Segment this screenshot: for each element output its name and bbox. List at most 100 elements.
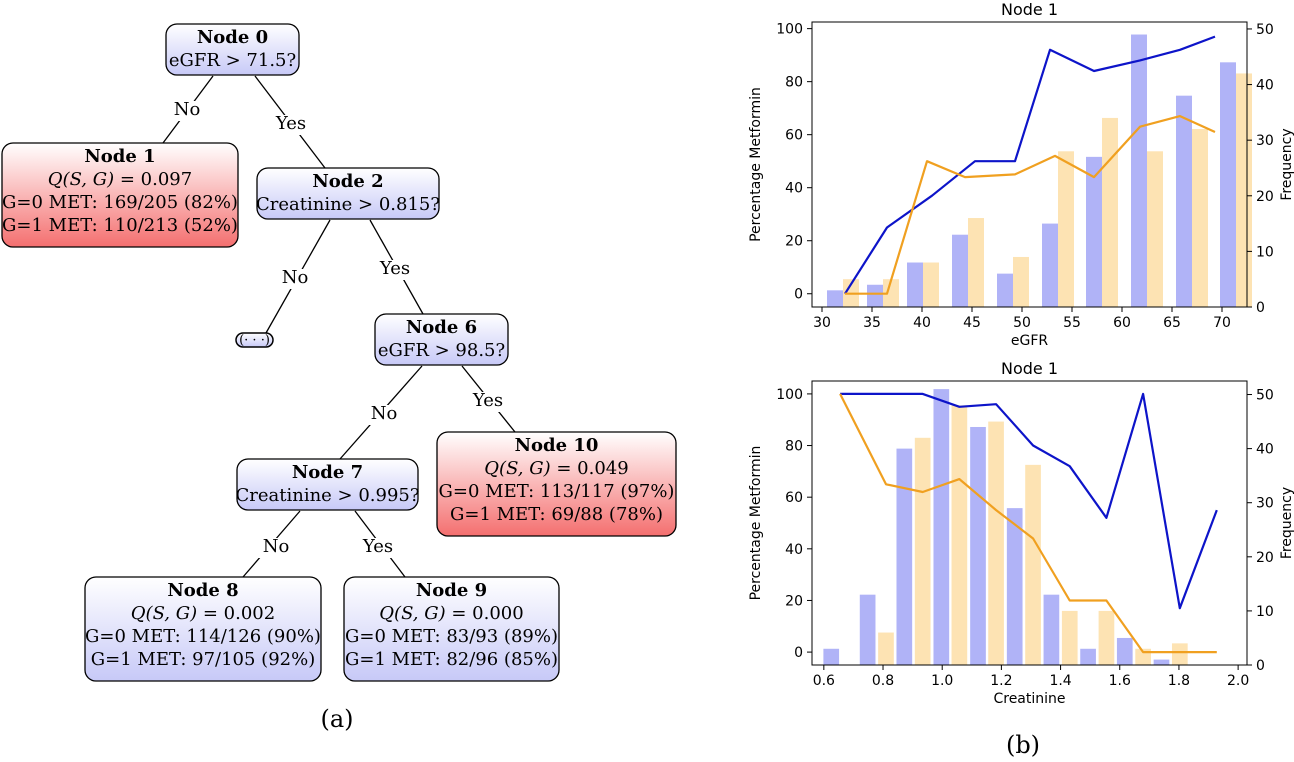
x-axis-label: Creatinine xyxy=(993,691,1065,707)
tree-node-box xyxy=(84,576,322,682)
bar xyxy=(827,290,843,307)
tree-node-q-value: Q(S, G) = 0.002 xyxy=(131,603,275,624)
edge-label: Yes xyxy=(275,113,306,134)
bar xyxy=(859,594,876,665)
bar xyxy=(923,262,939,307)
tree-node-title: Node 8 xyxy=(167,580,238,601)
bar xyxy=(970,426,986,665)
y2-tick-label: 40 xyxy=(1256,442,1274,458)
y2-tick-label: 30 xyxy=(1256,133,1274,149)
series-line xyxy=(840,392,1218,610)
tree-node-title: Node 1 xyxy=(84,146,155,167)
tree-node-q-value: Q(S, G) = 0.097 xyxy=(48,169,192,190)
bar xyxy=(1220,62,1236,307)
edge-label-background xyxy=(360,538,396,558)
tree-node-line: Creatinine > 0.815? xyxy=(256,194,440,215)
tree-node-line: G=0 MET: 169/205 (82%) xyxy=(2,192,238,213)
edge-label: Yes xyxy=(472,390,503,411)
collapsed-node-box xyxy=(235,332,274,348)
bar xyxy=(883,279,899,307)
tree-node-box xyxy=(165,23,300,76)
chart-title: Node 1 xyxy=(1001,0,1058,19)
panel-b-label: (b) xyxy=(1006,731,1040,759)
bar xyxy=(1061,610,1078,665)
y-tick-label: 100 xyxy=(776,22,803,38)
bar xyxy=(1131,34,1147,307)
tree-node-line: G=1 MET: 110/213 (52%) xyxy=(2,215,238,236)
bar xyxy=(1042,223,1058,307)
bar xyxy=(1116,637,1133,665)
bar xyxy=(1025,464,1041,665)
bar xyxy=(907,262,923,307)
x-tick-label: 35 xyxy=(863,315,881,331)
y-tick-label: 60 xyxy=(785,128,803,144)
x-tick-label: 60 xyxy=(1113,315,1131,331)
bar xyxy=(1153,659,1170,665)
bar xyxy=(823,648,840,665)
y2-axis-label: Frequency xyxy=(1279,487,1294,559)
bar xyxy=(988,421,1004,665)
plot-frame xyxy=(811,21,1248,308)
tree-ellipsis: (· · ·) xyxy=(235,332,274,348)
tree-node-box xyxy=(1,142,239,248)
y-axis-label: Percentage Metformin xyxy=(748,87,764,242)
bar xyxy=(1192,129,1208,307)
bar xyxy=(1086,156,1102,307)
tree-node-q-value: Q(S, G) = 0.049 xyxy=(484,458,628,479)
bar xyxy=(1098,610,1115,665)
y-tick-label: 20 xyxy=(785,234,803,250)
tree-node-title: Node 9 xyxy=(416,580,487,601)
y-tick-label: 40 xyxy=(785,542,803,558)
tree-node-title: Node 6 xyxy=(406,317,477,338)
y2-tick-label: 10 xyxy=(1256,244,1274,260)
bar xyxy=(914,437,931,665)
tree-node-line: G=0 MET: 83/93 (89%) xyxy=(345,626,558,647)
bar xyxy=(952,234,968,307)
tree-node-title: Node 7 xyxy=(292,462,363,483)
y2-tick-label: 0 xyxy=(1256,658,1265,674)
y-tick-label: 100 xyxy=(776,387,803,403)
y-tick-label: 0 xyxy=(794,287,803,303)
bar xyxy=(1147,151,1163,307)
series-line xyxy=(845,114,1216,295)
y-tick-label: 80 xyxy=(785,75,803,91)
edge-label: No xyxy=(174,99,201,120)
tree-node-q-value: Q(S, G) = 0.000 xyxy=(379,603,523,624)
y2-tick-label: 10 xyxy=(1256,604,1274,620)
tree-node-line: G=0 MET: 114/126 (90%) xyxy=(85,626,321,647)
y2-tick-label: 50 xyxy=(1256,22,1274,38)
bar xyxy=(1102,117,1118,308)
x-tick-label: 1.6 xyxy=(1109,673,1131,689)
edge-label: No xyxy=(282,267,309,288)
tree-node-line: eGFR > 71.5? xyxy=(169,50,296,71)
x-tick-label: 50 xyxy=(1013,315,1031,331)
tree-node-line: Creatinine > 0.995? xyxy=(235,485,419,506)
tree-node-box xyxy=(374,313,509,366)
tree-node-line: G=0 MET: 113/117 (97%) xyxy=(439,481,675,502)
y2-tick-label: 30 xyxy=(1256,496,1274,512)
x-tick-label: 0.6 xyxy=(813,673,835,689)
y2-axis-label: Frequency xyxy=(1279,128,1294,200)
tree-node-box xyxy=(343,576,560,682)
x-tick-label: 1.0 xyxy=(931,673,953,689)
edge-label-background xyxy=(377,260,413,280)
bar xyxy=(1176,95,1192,308)
collapsed-node-label: (· · ·) xyxy=(239,333,270,348)
bar xyxy=(1013,256,1029,307)
y-tick-label: 80 xyxy=(785,439,803,455)
y-tick-label: 0 xyxy=(794,645,803,661)
edge-label-background xyxy=(273,115,309,135)
tree-node-title: Node 0 xyxy=(197,27,268,48)
bar xyxy=(933,389,950,665)
edge-label: Yes xyxy=(379,258,410,279)
x-tick-label: 0.8 xyxy=(872,673,894,689)
